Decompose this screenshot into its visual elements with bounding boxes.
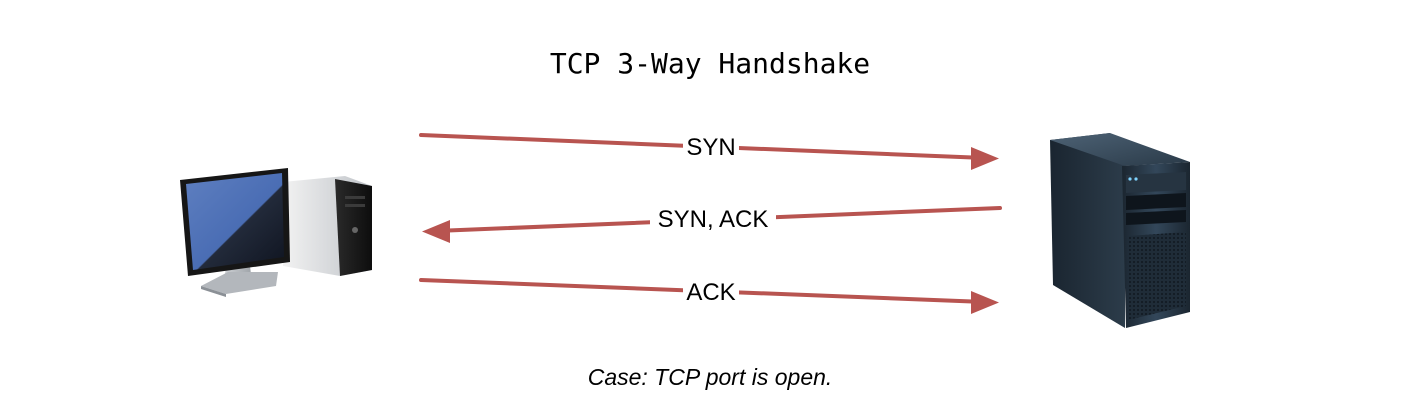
syn-ack-label: SYN, ACK [658,206,769,233]
message-syn-ack: SYN, ACK [422,203,1002,243]
syn-ack-arrowhead [422,220,450,243]
desktop-computer-icon [180,168,372,297]
syn-label: SYN [686,134,735,161]
diagram-caption: Case: TCP port is open. [588,364,833,390]
diagram-title: TCP 3-Way Handshake [550,47,870,80]
message-syn: SYN [419,132,999,170]
syn-arrowhead [971,147,999,170]
message-ack: ACK [419,277,999,314]
ack-arrowhead [971,291,999,314]
tower-server-icon [1050,133,1190,328]
ack-label: ACK [686,279,735,306]
